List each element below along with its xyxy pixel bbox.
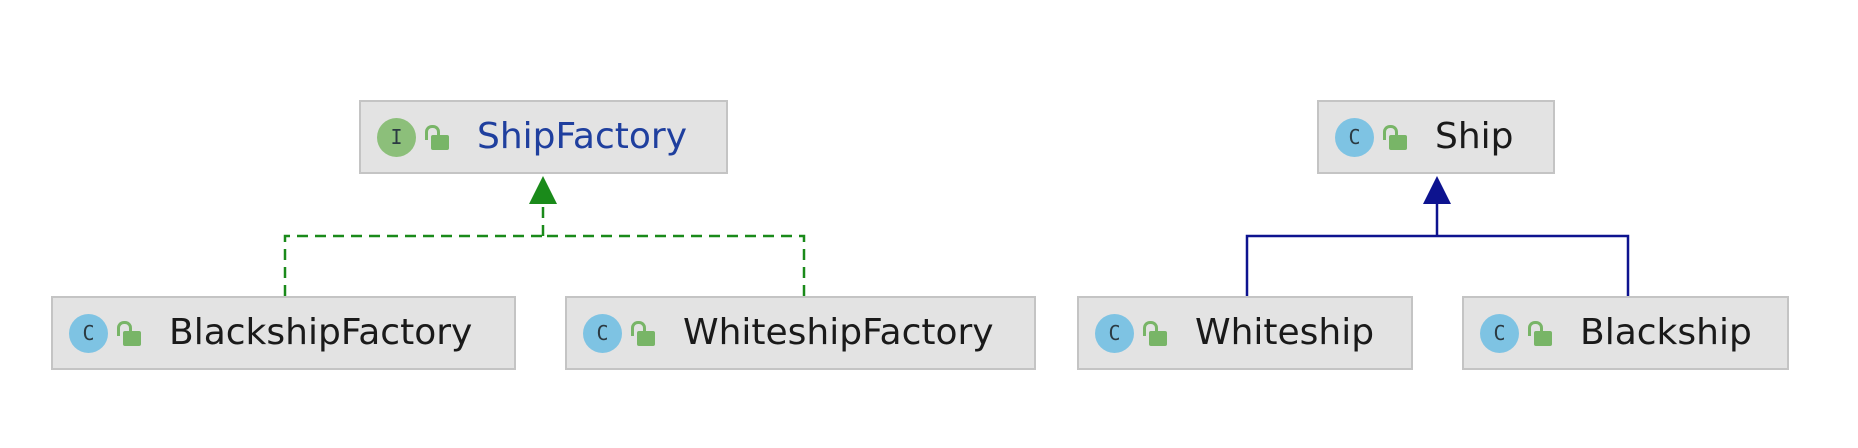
node-label-whiteship: Whiteship [1195, 312, 1375, 353]
node-label-ship: Ship [1435, 116, 1514, 157]
node-blackshipfactory[interactable]: C BlackshipFactory [51, 296, 516, 370]
node-ship[interactable]: C Ship [1317, 100, 1555, 174]
realization-edge-whiteshipfactory [543, 234, 806, 296]
inheritance-edges [1245, 176, 1630, 296]
class-kind-icon: C [1335, 117, 1374, 157]
node-label-blackship: Blackship [1580, 312, 1752, 353]
class-kind-icon: C [1480, 313, 1519, 353]
realization-arrowhead [529, 176, 557, 204]
inheritance-edge-blackship [1437, 234, 1630, 296]
class-kind-icon: C [583, 313, 622, 353]
unlock-icon [116, 319, 142, 347]
node-whiteship[interactable]: C Whiteship [1077, 296, 1413, 370]
node-blackship[interactable]: C Blackship [1462, 296, 1789, 370]
inheritance-arrowhead [1423, 176, 1451, 204]
unlock-icon [1382, 123, 1408, 151]
class-kind-icon: C [69, 313, 108, 353]
node-whiteshipfactory[interactable]: C WhiteshipFactory [565, 296, 1036, 370]
unlock-icon [1527, 319, 1553, 347]
inheritance-edge-whiteship [1245, 234, 1437, 296]
node-shipfactory[interactable]: I ShipFactory [359, 100, 728, 174]
unlock-icon [424, 123, 450, 151]
node-label-shipfactory: ShipFactory [477, 116, 688, 157]
interface-kind-icon: I [377, 117, 416, 157]
unlock-icon [1142, 319, 1168, 347]
node-label-whiteshipfactory: WhiteshipFactory [683, 312, 994, 353]
realization-edge-blackshipfactory [283, 234, 543, 296]
class-kind-icon: C [1095, 313, 1134, 353]
unlock-icon [630, 319, 656, 347]
realization-edges [283, 176, 806, 296]
node-label-blackshipfactory: BlackshipFactory [169, 312, 473, 353]
